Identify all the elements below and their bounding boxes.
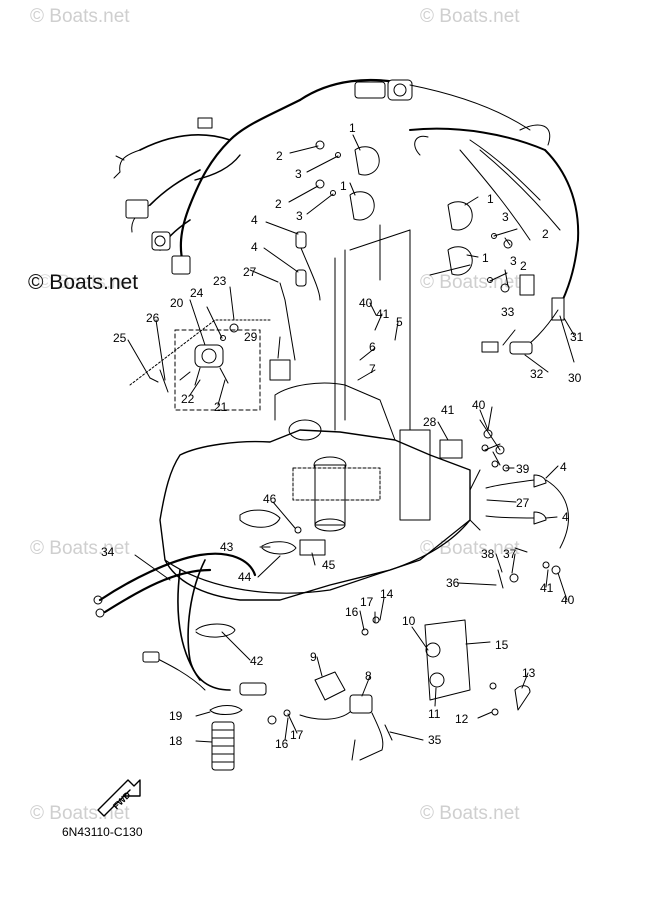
callout-3: 3: [502, 210, 509, 224]
callout-3: 3: [295, 167, 302, 181]
callout-9: 9: [310, 650, 317, 664]
callout-11: 11: [428, 707, 441, 721]
callout-24: 24: [190, 286, 204, 300]
callout-6: 6: [369, 340, 376, 354]
callout-1: 1: [487, 192, 494, 206]
ground-lead: [279, 282, 296, 361]
diagram-code: 6N43110-C130: [62, 825, 143, 839]
callout-31: 31: [570, 330, 584, 344]
callout-23: 23: [213, 274, 227, 288]
callout-10: 10: [402, 614, 416, 628]
callout-3: 3: [296, 209, 303, 223]
callout-12: 12: [455, 712, 469, 726]
wire-harness: [113, 78, 531, 275]
callout-19: 19: [169, 709, 183, 723]
callout-30: 30: [568, 371, 582, 385]
callout-2: 2: [520, 259, 527, 273]
watermark: © Boats.net: [30, 6, 130, 27]
fwd-arrow-icon: [97, 779, 141, 817]
callout-45: 45: [322, 558, 336, 572]
callout-27: 27: [243, 265, 257, 279]
callout-32: 32: [530, 367, 544, 381]
callout-44: 44: [238, 570, 252, 584]
watermark: © Boats.net: [28, 271, 139, 294]
callout-46: 46: [263, 492, 277, 506]
callout-4: 4: [560, 460, 567, 474]
watermark: © Boats.net: [420, 272, 520, 293]
callout-38: 38: [481, 547, 495, 561]
callout-21: 21: [214, 400, 228, 414]
callout-39: 39: [516, 462, 530, 476]
callout-4: 4: [251, 240, 258, 254]
callout-17: 17: [290, 728, 304, 742]
callout-29: 29: [244, 330, 258, 344]
callout-20: 20: [170, 296, 184, 310]
callout-40: 40: [561, 593, 575, 607]
callout-41: 41: [441, 403, 455, 417]
plug-caps: [295, 231, 569, 549]
callout-3: 3: [510, 254, 517, 268]
callout-4: 4: [562, 510, 569, 524]
callout-1: 1: [349, 121, 356, 135]
switch-panel: [267, 616, 531, 761]
callout-5: 5: [396, 315, 403, 329]
callout-26: 26: [146, 311, 160, 325]
callout-43: 43: [220, 540, 234, 554]
callout-15: 15: [495, 638, 509, 652]
callout-22: 22: [181, 392, 195, 406]
callout-37: 37: [503, 547, 517, 561]
callout-40: 40: [472, 398, 486, 412]
solenoid-assembly: [129, 319, 291, 411]
callout-41: 41: [540, 581, 554, 595]
callout-1: 1: [340, 179, 347, 193]
callout-40: 40: [359, 296, 373, 310]
battery-cables: [93, 552, 267, 771]
rectifier-parts: [439, 429, 561, 589]
callout-41: 41: [376, 307, 390, 321]
watermark: © Boats.net: [38, 272, 138, 293]
callout-2: 2: [276, 149, 283, 163]
callout-18: 18: [169, 734, 183, 748]
callout-8: 8: [365, 669, 372, 683]
leader-lines: [127, 134, 575, 743]
ignition-coils: [315, 140, 513, 431]
callout-27: 27: [516, 496, 530, 510]
watermark: © Boats.net: [420, 6, 520, 27]
callout-4: 4: [251, 213, 258, 227]
watermark: © Boats.net: [30, 538, 130, 559]
callout-2: 2: [542, 227, 549, 241]
callout-17: 17: [360, 595, 374, 609]
callout-13: 13: [522, 666, 536, 680]
trigger-parts: [239, 509, 326, 556]
watermark: © Boats.net: [420, 803, 520, 824]
callout-16: 16: [275, 737, 289, 751]
callout-36: 36: [446, 576, 460, 590]
callout-1: 1: [482, 251, 489, 265]
callout-28: 28: [423, 415, 437, 429]
callout-25: 25: [113, 331, 127, 345]
callout-34: 34: [101, 545, 115, 559]
callout-42: 42: [250, 654, 264, 668]
callout-35: 35: [428, 733, 442, 747]
right-harness: [409, 124, 580, 355]
callout-14: 14: [380, 587, 394, 601]
callout-labels: 1 1 1 1 2 2 2 2 3 3 3 3 4 4 4 4 5 6 7 8 …: [101, 121, 584, 751]
callout-2: 2: [275, 197, 282, 211]
engine-body: [159, 382, 471, 601]
callout-33: 33: [501, 305, 515, 319]
callout-7: 7: [369, 362, 376, 376]
callout-16: 16: [345, 605, 359, 619]
